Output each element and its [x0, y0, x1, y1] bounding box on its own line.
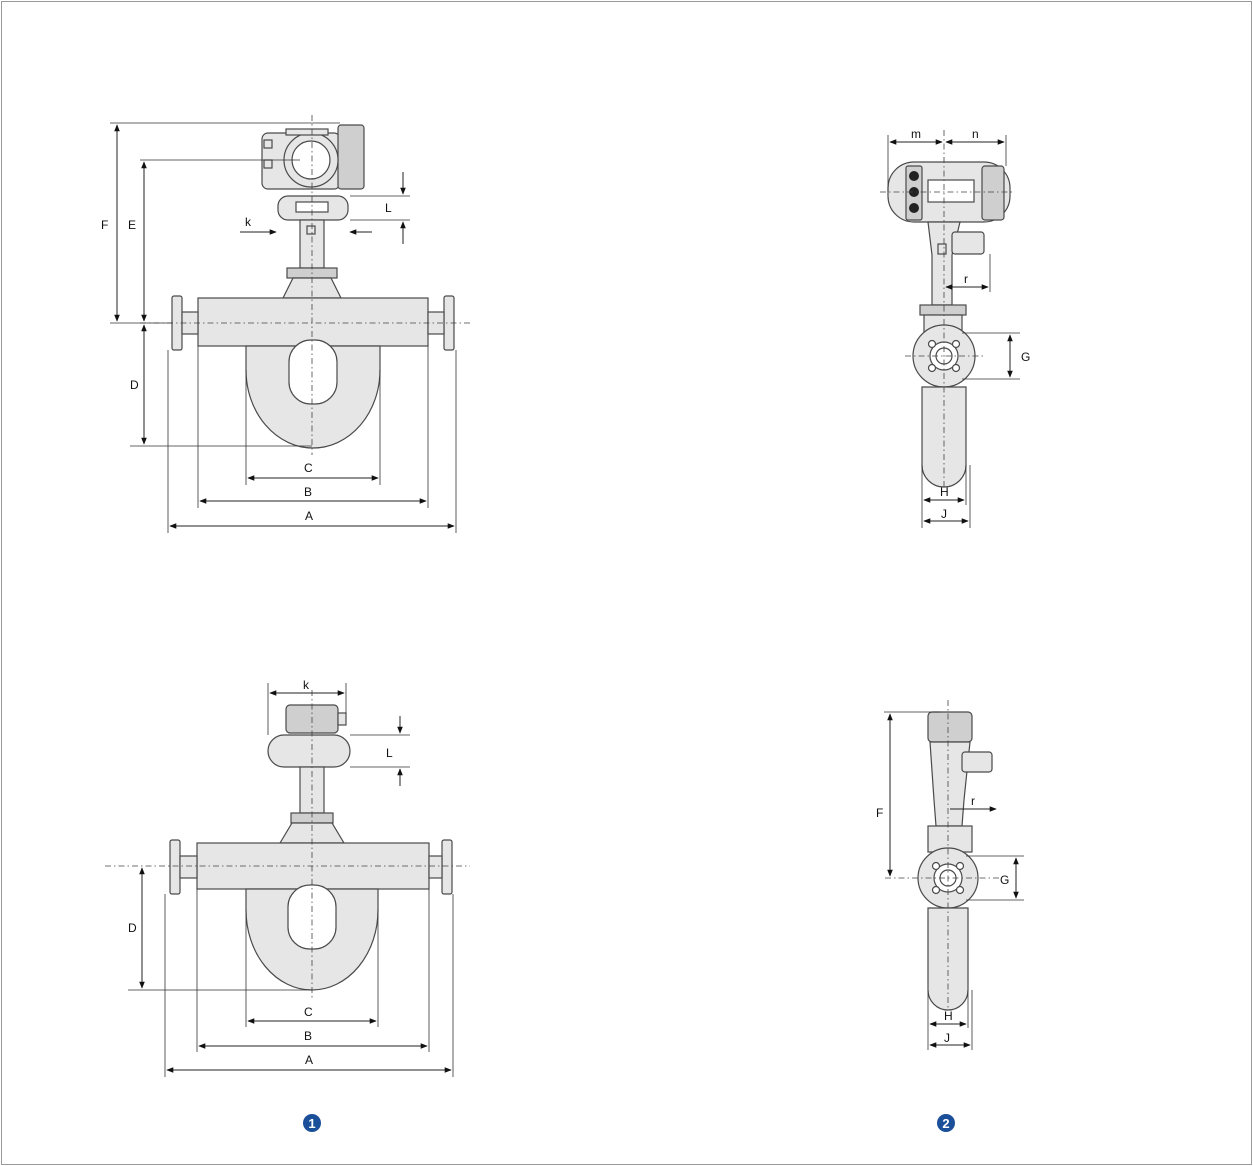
- drawing-1-bottom-front-view: k L D C B A: [105, 678, 470, 1077]
- dim-label-A: A: [305, 1053, 313, 1067]
- dim-label-D: D: [130, 378, 139, 392]
- column-base: [927, 825, 973, 853]
- figure-badge-2: 2: [937, 1114, 955, 1132]
- housing-end-cap: [981, 165, 1005, 221]
- dim-label-n: n: [972, 127, 979, 141]
- cable-gland: [961, 751, 993, 773]
- dim-label-C: C: [304, 1005, 313, 1019]
- tube-loop-gap: [288, 339, 338, 405]
- badge-number-1: 1: [308, 1116, 315, 1131]
- inlet-flange: [169, 839, 181, 895]
- cover-screw-icon: [909, 171, 919, 181]
- drawing-1-top-front-view: F E D C B A L k: [101, 115, 470, 533]
- dim-label-F: F: [876, 806, 883, 820]
- dim-label-r: r: [971, 794, 975, 808]
- transmitter-housing: [261, 124, 365, 190]
- dim-label-H: H: [944, 1009, 953, 1023]
- sensor-manifold: [197, 297, 429, 347]
- dim-label-J: J: [941, 507, 947, 521]
- outlet-flange: [441, 839, 453, 895]
- column-plug: [937, 243, 947, 255]
- dim-label-G: G: [1000, 873, 1009, 887]
- inlet-pipe-stub: [179, 855, 198, 879]
- dim-label-A: A: [305, 509, 313, 523]
- dim-label-r: r: [964, 272, 968, 286]
- column-collar: [919, 304, 967, 316]
- badge-number-2: 2: [942, 1116, 949, 1131]
- cover-screw-icon: [909, 203, 919, 213]
- display-window: [927, 179, 975, 203]
- dim-label-B: B: [304, 485, 312, 499]
- dim-label-m: m: [911, 127, 921, 141]
- compact-head-cap: [927, 711, 973, 743]
- dim-label-L: L: [385, 201, 392, 215]
- cable-gland: [951, 231, 985, 255]
- drawing-2-bottom-side-view: F r G H J: [876, 700, 1024, 1050]
- drawing-2-top-side-view: m n r G H J: [880, 127, 1030, 528]
- dim-label-J: J: [944, 1031, 950, 1045]
- dim-label-B: B: [304, 1029, 312, 1043]
- dim-label-G: G: [1021, 350, 1030, 364]
- dim-label-D: D: [128, 921, 137, 935]
- cable-gland: [337, 712, 347, 726]
- dim-label-C: C: [304, 461, 313, 475]
- dim-label-k: k: [303, 678, 310, 692]
- cover-screw-icon: [909, 187, 919, 197]
- dim-label-E: E: [128, 218, 136, 232]
- dim-label-L: L: [386, 746, 393, 760]
- dim-label-H: H: [940, 485, 949, 499]
- outlet-pipe-stub: [428, 855, 443, 879]
- dim-label-F: F: [101, 218, 108, 232]
- compact-head-body: [267, 734, 351, 768]
- figure-badge-1: 1: [303, 1114, 321, 1132]
- column-plug: [306, 225, 316, 235]
- dim-label-k: k: [245, 215, 252, 229]
